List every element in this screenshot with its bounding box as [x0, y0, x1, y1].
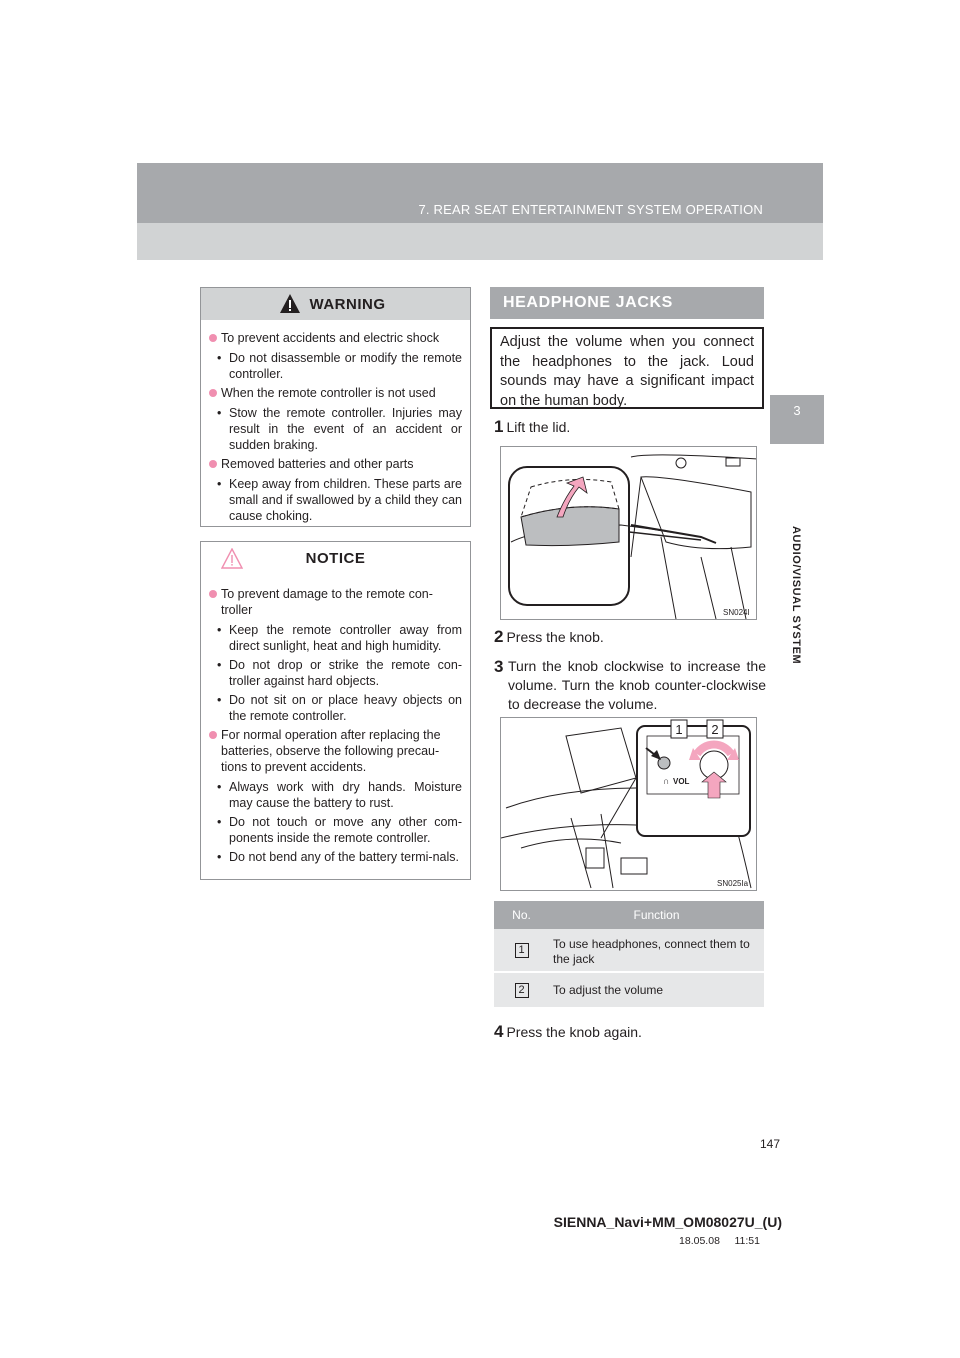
chapter-number: 3 [793, 403, 801, 418]
intro-box: Adjust the volume when you connect the h… [490, 327, 764, 409]
vol-label: VOL [673, 777, 690, 786]
lid-illustration: SN024I [500, 446, 757, 620]
bullet-icon [209, 460, 217, 468]
warning-subitem: •Do not disassemble or modify the remote… [217, 351, 462, 381]
warning-item: When the remote controller is not used [209, 385, 462, 401]
warning-header: WARNING [201, 288, 470, 320]
notice-subitem: •Do not drop or strike the remote con-tr… [217, 658, 462, 688]
callout-2: 2 [711, 722, 718, 737]
row-function: To adjust the volume [553, 983, 664, 997]
chapter-tab: 3 [770, 395, 824, 444]
callout-1: 1 [675, 722, 682, 737]
table-header: No. Function [494, 901, 764, 929]
row-number: 2 [514, 982, 529, 998]
print-date: 18.05.08 11:51 [679, 1235, 760, 1247]
notice-subitem: •Keep the remote controller away from di… [217, 623, 462, 653]
knob-drawing: 1 2 ∩ VOL SN025Ia [501, 718, 756, 890]
warning-box: WARNING To prevent accidents and electri… [200, 287, 471, 527]
header-band: 7. REAR SEAT ENTERTAINMENT SYSTEM OPERAT… [137, 163, 823, 223]
svg-text:∩: ∩ [663, 776, 669, 786]
notice-subitem: •Do not sit on or place heavy objects on… [217, 693, 462, 723]
section-title: 7. REAR SEAT ENTERTAINMENT SYSTEM OPERAT… [418, 202, 763, 217]
step-3: 3 Turn the knob clockwise to increase th… [494, 657, 766, 712]
warning-title: WARNING [309, 296, 386, 313]
table-row: 1 To use headphones, connect them to the… [494, 929, 764, 973]
notice-subitem: •Do not bend any of the battery termi-na… [217, 850, 459, 864]
bullet-icon [209, 389, 217, 397]
notice-item: To prevent damage to the remote con-trol… [209, 586, 462, 618]
notice-triangle-icon [221, 548, 243, 569]
notice-title: NOTICE [305, 550, 366, 567]
header-subband [137, 223, 823, 260]
page-number: 147 [759, 1137, 780, 1151]
warning-subitem: •Stow the remote controller. Injuries ma… [217, 406, 462, 452]
row-number: 1 [514, 942, 529, 958]
bullet-icon [209, 731, 217, 739]
table-row: 2 To adjust the volume [494, 973, 764, 1009]
notice-item: For normal operation after replacing the… [209, 727, 462, 775]
figure-code: SN024I [723, 608, 750, 617]
notice-box: NOTICE To prevent damage to the remote c… [200, 541, 471, 880]
bullet-icon [209, 590, 217, 598]
section-heading: HEADPHONE JACKS [490, 287, 764, 319]
warning-item: To prevent accidents and electric shock [209, 330, 462, 346]
knob-illustration: 1 2 ∩ VOL SN025Ia [500, 717, 757, 891]
figure-code: SN025Ia [717, 879, 749, 888]
bullet-icon [209, 334, 217, 342]
header-no: No. [512, 908, 531, 922]
header-function: Function [633, 908, 680, 922]
warning-subitem: •Keep away from children. These parts ar… [217, 477, 462, 523]
lid-drawing: SN024I [501, 447, 756, 619]
row-function: To use headphones, connect them to the j… [553, 937, 750, 966]
function-table: No. Function 1 To use headphones, connec… [494, 901, 764, 1009]
chapter-label: AUDIO/VISUAL SYSTEM [790, 526, 802, 665]
model-code: SIENNA_Navi+MM_OM08027U_(U) [553, 1214, 782, 1230]
notice-header: NOTICE [201, 542, 470, 572]
notice-subitem: •Always work with dry hands. Moisture ma… [217, 780, 462, 810]
notice-subitem: •Do not touch or move any other com-pone… [217, 815, 462, 845]
warning-item: Removed batteries and other parts [209, 456, 462, 472]
warning-triangle-icon [280, 294, 300, 313]
